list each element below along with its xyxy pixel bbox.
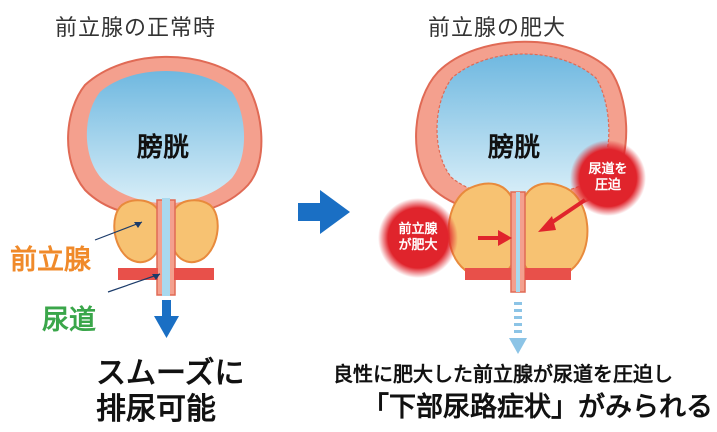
- normal-bladder-label: 膀胱: [137, 133, 190, 163]
- enlarged-badge-text: 前立腺 が肥大: [396, 222, 440, 254]
- normal-urethra: [118, 198, 214, 296]
- urethra-label: 尿道: [42, 305, 96, 336]
- normal-title: 前立腺の正常時: [55, 16, 217, 41]
- enlarged-caption-line2: 「下部尿路症状」がみられる: [362, 392, 713, 423]
- normal-bladder: [67, 55, 263, 220]
- weak-flow-arrow-icon: [509, 302, 527, 354]
- compress-badge-line1: 尿道を: [588, 162, 628, 177]
- compressed-urethra: [465, 191, 571, 293]
- enlarged-badge: [378, 198, 458, 278]
- normal-flow-arrow-icon: [154, 300, 179, 338]
- enlarged-badge-line1: 前立腺: [398, 222, 438, 237]
- normal-caption: スムーズに 排尿可能: [96, 356, 245, 428]
- compress-badge-text: 尿道を 圧迫: [586, 162, 630, 194]
- prostate-label: 前立腺: [10, 245, 91, 276]
- transition-arrow-icon: [298, 190, 350, 234]
- compress-arrow-icon: [478, 198, 587, 246]
- compress-badge: [570, 140, 646, 216]
- normal-caption-line1: スムーズに: [96, 356, 245, 391]
- urethra-leader-line: [107, 273, 161, 293]
- enlarged-badge-line2: が肥大: [398, 238, 438, 253]
- normal-prostate: [113, 199, 219, 264]
- prostate-leader-line: [94, 221, 143, 241]
- enlarged-caption-line1: 良性に肥大した前立腺が尿道を圧迫し: [333, 362, 673, 386]
- enlarged-bladder-label: 膀胱: [488, 133, 541, 163]
- enlarged-title: 前立腺の肥大: [428, 16, 567, 41]
- compress-badge-line2: 圧迫: [594, 178, 621, 193]
- normal-caption-line2: 排尿可能: [96, 392, 216, 427]
